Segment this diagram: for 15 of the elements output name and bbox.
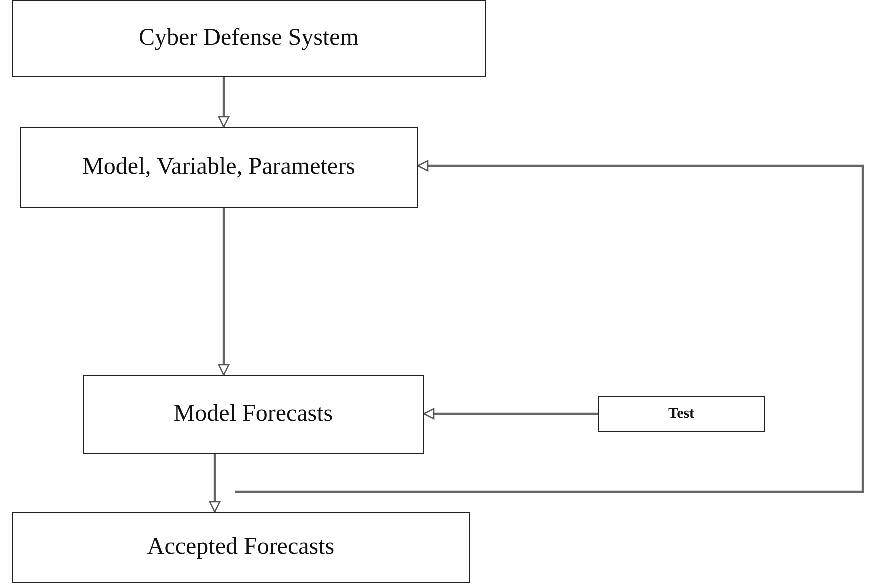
box-label: Model Forecasts bbox=[174, 401, 334, 428]
box-label: Test bbox=[668, 406, 695, 422]
arrow bbox=[423, 408, 598, 420]
process-box bbox=[12, 512, 470, 583]
box-label: Cyber Defense System bbox=[139, 25, 359, 52]
process-box bbox=[83, 375, 424, 454]
arrow bbox=[218, 208, 230, 376]
arrow bbox=[209, 454, 221, 513]
box-label: Model, Variable, Parameters bbox=[82, 154, 356, 181]
process-box bbox=[598, 396, 765, 432]
arrow bbox=[218, 77, 230, 128]
process-box bbox=[12, 0, 486, 77]
arrow bbox=[235, 160, 864, 494]
process-box bbox=[20, 127, 418, 208]
box-label: Accepted Forecasts bbox=[147, 534, 335, 561]
